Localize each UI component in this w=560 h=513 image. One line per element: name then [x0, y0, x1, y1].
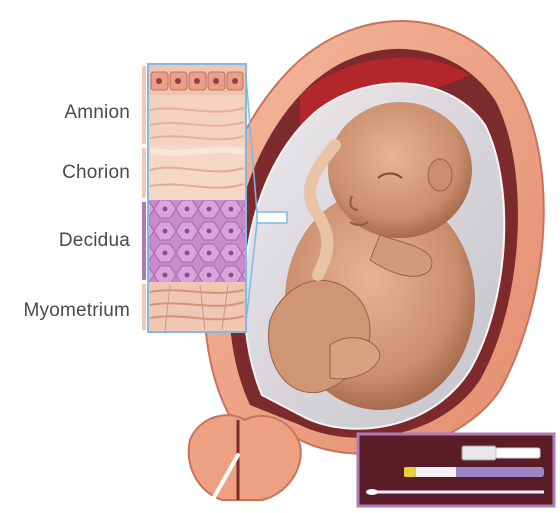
amnion-bracket	[142, 66, 146, 144]
swab-test-kit	[358, 434, 554, 506]
amnion-layer	[149, 65, 245, 145]
tube-cap-icon	[462, 446, 496, 460]
myometrium-layer	[149, 282, 245, 331]
decidua-layer	[149, 200, 245, 282]
myometrium-bracket	[142, 284, 146, 330]
tissue-cross-section	[148, 64, 246, 332]
cervix	[189, 415, 301, 500]
chorion-bracket	[142, 148, 146, 198]
decidua-bracket	[142, 202, 146, 280]
zoom-marker	[257, 212, 287, 223]
chorion-layer	[149, 145, 245, 200]
